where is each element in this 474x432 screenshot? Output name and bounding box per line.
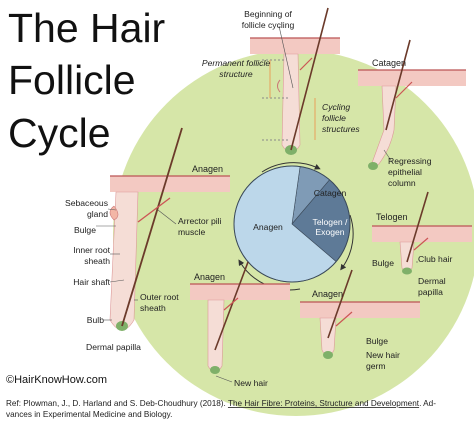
- stage-label-telogen: Telogen: [376, 212, 408, 222]
- hair-shaft-anagen-br: [327, 269, 353, 339]
- hair-shaft-telogen: [406, 191, 429, 263]
- label-dermal-papilla: Dermal papilla: [86, 342, 141, 352]
- skin-strip-top: [250, 38, 340, 54]
- pie-label-telogen: Telogen /Exogen: [313, 217, 348, 237]
- hair-shaft-top: [290, 7, 329, 151]
- reference-line-1: Ref: Plowman, J., D. Harland and S. Deb-…: [6, 399, 436, 408]
- follicle-top: [250, 7, 340, 155]
- skin-strip-anagen-left: [110, 176, 230, 192]
- stage-label-anagen-left: Anagen: [192, 164, 223, 174]
- follicle-catagen: [358, 39, 466, 170]
- label-club-hair: Club hair: [418, 254, 453, 264]
- reference-line-2: vances in Experimental Medicine and Biol…: [6, 410, 172, 419]
- papilla-anagen-b: [210, 366, 220, 374]
- follicle-anagen-bottom: [190, 261, 290, 383]
- hair-shaft-anagen-left: [121, 127, 183, 327]
- skin-strip-catagen: [358, 70, 466, 86]
- pie-label-anagen: Anagen: [253, 222, 283, 232]
- stage-label-anagen-br: Anagen: [312, 289, 343, 299]
- stage-label-catagen: Catagen: [372, 58, 406, 68]
- skin-strip-anagen-br: [300, 302, 420, 318]
- hair-shaft-catagen: [385, 39, 411, 131]
- label-hair-shaft: Hair shaft: [73, 277, 110, 287]
- label-telogen-bulge: Bulge: [372, 258, 394, 268]
- page-title: The Hair Follicle Cycle: [8, 5, 177, 156]
- label-bulb: Bulb: [87, 315, 104, 325]
- papilla-telogen: [402, 267, 412, 275]
- label-new-hair: New hair: [234, 378, 268, 388]
- papilla-catagen: [368, 162, 378, 170]
- skin-strip-telogen: [372, 226, 472, 242]
- copyright-text: ©HairKnowHow.com: [6, 374, 107, 386]
- reference-title: The Hair Fibre: Proteins, Structure and …: [228, 399, 420, 408]
- hair-shaft-anagen-b: [214, 261, 249, 351]
- follicle-anagen-left: [96, 127, 230, 331]
- pie-outline: [233, 165, 351, 283]
- pie-label-catagen: Catagen: [314, 188, 347, 198]
- papilla-anagen-br: [323, 351, 333, 359]
- skin-strip-anagen-b: [190, 284, 290, 300]
- label-bulge: Bulge: [74, 225, 96, 235]
- follicle-anagen-bottom-right: [300, 269, 420, 359]
- stage-label-anagen-b: Anagen: [194, 272, 225, 282]
- label-anagen-br-bulge: Bulge: [366, 336, 388, 346]
- follicle-telogen: [372, 191, 472, 275]
